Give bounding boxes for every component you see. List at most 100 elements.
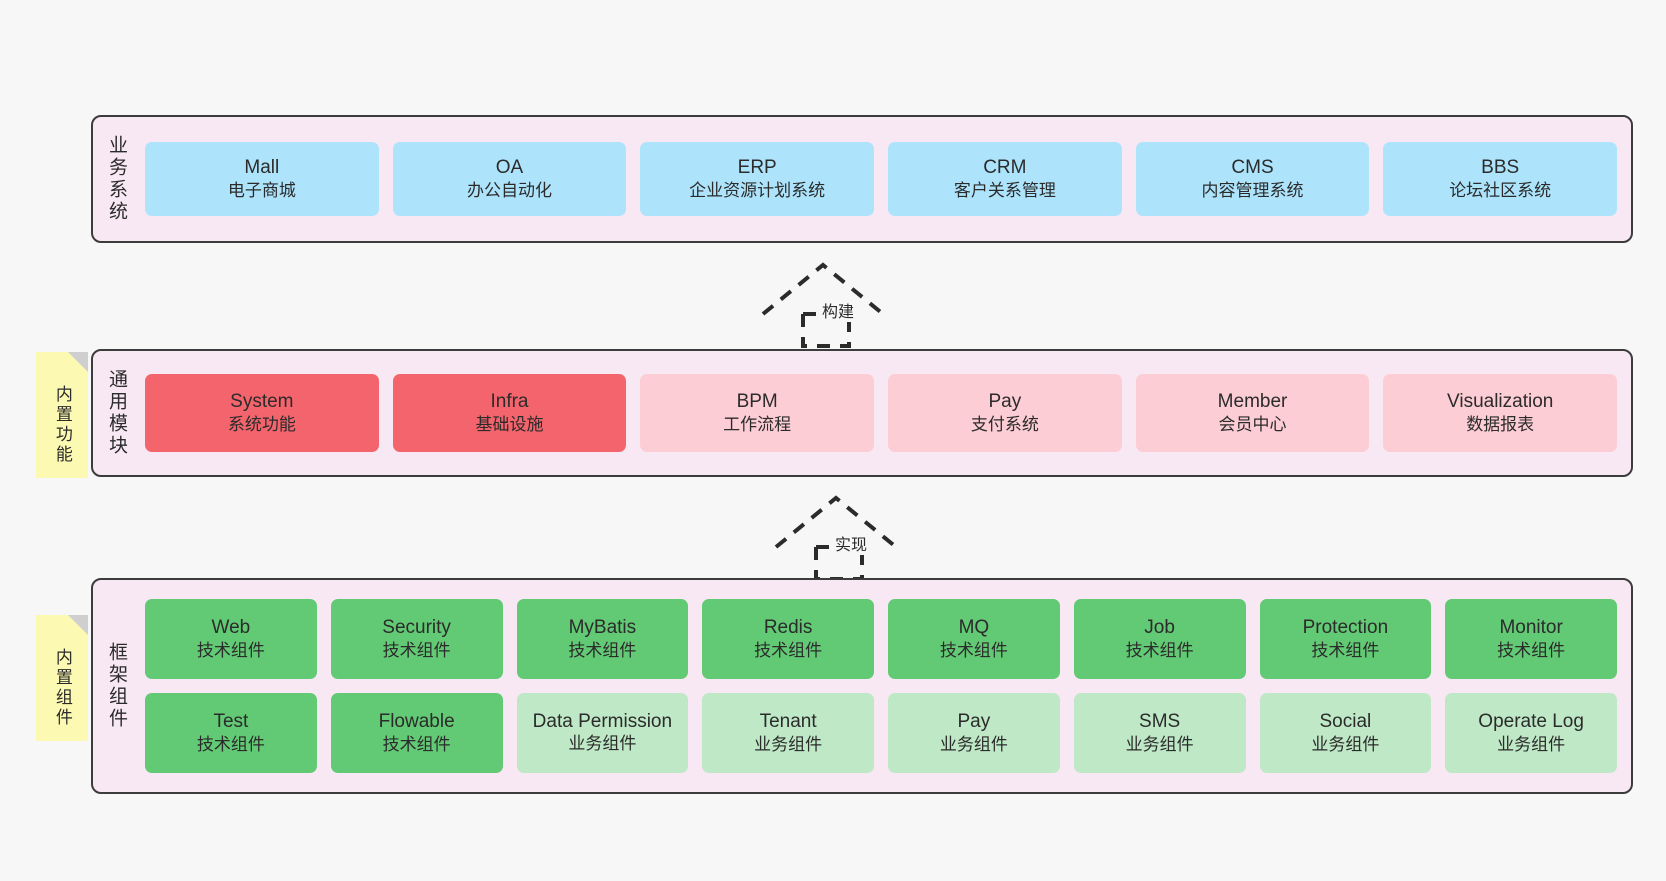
box-social[interactable]: Social 业务组件 — [1259, 693, 1432, 773]
layer-business-systems-label: 业务系统 — [105, 135, 127, 223]
box-oa-en: OA — [495, 157, 524, 179]
box-pay-module-cn: 支付系统 — [970, 415, 1039, 435]
arrow-implement-label: 实现 — [833, 531, 870, 555]
box-flowable[interactable]: Flowable 技术组件 — [330, 693, 503, 773]
box-flowable-en: Flowable — [378, 711, 455, 733]
box-web-en: Web — [211, 617, 251, 639]
box-cms[interactable]: CMS 内容管理系统 — [1135, 142, 1370, 216]
box-mybatis-cn: 技术组件 — [568, 641, 637, 661]
box-tenant-cn: 业务组件 — [754, 735, 823, 755]
layer-common-modules-label: 通用模块 — [105, 369, 127, 457]
box-tenant[interactable]: Tenant 业务组件 — [702, 693, 874, 773]
box-bbs-en: BBS — [1481, 157, 1520, 179]
layer-business-systems-body: Mall 电子商城 OA 办公自动化 ERP 企业资源计划系统 CRM 客户关系… — [139, 117, 1631, 241]
box-security-en: Security — [382, 617, 451, 639]
sticky-note-builtin-components-label: 内置组件 — [52, 648, 72, 728]
box-sms-en: SMS — [1139, 711, 1181, 733]
box-erp[interactable]: ERP 企业资源计划系统 — [640, 142, 875, 216]
arrow-build: 构建 — [760, 262, 910, 348]
sticky-note-builtin-components[interactable]: 内置组件 — [36, 615, 88, 741]
box-bbs-cn: 论坛社区系统 — [1449, 181, 1552, 201]
box-security-cn: 技术组件 — [382, 641, 451, 661]
box-test[interactable]: Test 技术组件 — [145, 693, 317, 773]
box-job-en: Job — [1144, 617, 1175, 639]
box-visualization-cn: 数据报表 — [1466, 415, 1535, 435]
box-bpm[interactable]: BPM 工作流程 — [640, 374, 875, 452]
box-data-permission[interactable]: Data Permission 业务组件 — [516, 693, 689, 773]
box-infra[interactable]: Infra 基础设施 — [392, 374, 627, 452]
box-test-en: Test — [213, 711, 249, 733]
box-pay-component-cn: 业务组件 — [939, 735, 1008, 755]
box-mq[interactable]: MQ 技术组件 — [888, 599, 1060, 679]
box-flowable-cn: 技术组件 — [382, 735, 451, 755]
box-test-cn: 技术组件 — [196, 735, 265, 755]
box-infra-cn: 基础设施 — [475, 415, 544, 435]
box-data-permission-cn: 业务组件 — [568, 733, 637, 753]
box-bpm-en: BPM — [736, 391, 778, 413]
box-erp-en: ERP — [737, 157, 777, 179]
box-member[interactable]: Member 会员中心 — [1135, 374, 1370, 452]
layer-framework-components-body: Web 技术组件 Security 技术组件 MyBatis 技术组件 Redi… — [139, 580, 1631, 792]
sticky-note-builtin-features-label: 内置功能 — [52, 385, 72, 465]
box-pay-module-en: Pay — [988, 391, 1022, 413]
box-web-cn: 技术组件 — [196, 641, 265, 661]
box-monitor-cn: 技术组件 — [1497, 641, 1566, 661]
box-cms-en: CMS — [1231, 157, 1274, 179]
layer-common-modules[interactable]: 通用模块 System 系统功能 Infra 基础设施 BPM 工作流程 Pay… — [91, 349, 1633, 477]
box-protection[interactable]: Protection 技术组件 — [1259, 599, 1432, 679]
box-operate-log-en: Operate Log — [1478, 711, 1584, 733]
box-mybatis-en: MyBatis — [568, 617, 637, 639]
box-operate-log[interactable]: Operate Log 业务组件 — [1445, 693, 1617, 773]
box-crm-en: CRM — [983, 157, 1027, 179]
box-data-permission-en: Data Permission — [532, 710, 673, 732]
arrow-implement: 实现 — [773, 495, 923, 581]
box-system-cn: 系统功能 — [227, 415, 296, 435]
box-mall[interactable]: Mall 电子商城 — [145, 142, 379, 216]
box-mybatis[interactable]: MyBatis 技术组件 — [516, 599, 689, 679]
box-visualization-en: Visualization — [1447, 391, 1554, 413]
box-mq-cn: 技术组件 — [939, 641, 1008, 661]
layer-framework-components[interactable]: 框架组件 Web 技术组件 Security 技术组件 MyBatis 技术组件… — [91, 578, 1633, 794]
box-web[interactable]: Web 技术组件 — [145, 599, 317, 679]
box-oa-cn: 办公自动化 — [467, 181, 552, 201]
box-protection-en: Protection — [1302, 617, 1389, 639]
sticky-note-builtin-features[interactable]: 内置功能 — [36, 352, 88, 478]
box-member-cn: 会员中心 — [1218, 415, 1287, 435]
layer-business-systems[interactable]: 业务系统 Mall 电子商城 OA 办公自动化 ERP 企业资源计划系统 CRM… — [91, 115, 1633, 243]
box-mall-cn: 电子商城 — [227, 181, 296, 201]
layer-framework-components-label: 框架组件 — [105, 642, 127, 730]
arrow-build-label: 构建 — [820, 298, 857, 322]
box-redis-cn: 技术组件 — [754, 641, 823, 661]
box-system[interactable]: System 系统功能 — [145, 374, 379, 452]
box-monitor-en: Monitor — [1499, 617, 1563, 639]
box-crm-cn: 客户关系管理 — [953, 181, 1056, 201]
box-oa[interactable]: OA 办公自动化 — [392, 142, 627, 216]
box-member-en: Member — [1217, 391, 1288, 413]
box-bpm-cn: 工作流程 — [723, 415, 792, 435]
box-job[interactable]: Job 技术组件 — [1073, 599, 1246, 679]
box-operate-log-cn: 业务组件 — [1497, 735, 1566, 755]
box-mq-en: MQ — [958, 617, 990, 639]
component-row-business: Test 技术组件 Flowable 技术组件 Data Permission … — [145, 693, 1617, 773]
box-redis[interactable]: Redis 技术组件 — [702, 599, 874, 679]
box-erp-cn: 企业资源计划系统 — [689, 181, 826, 201]
layer-common-modules-body: System 系统功能 Infra 基础设施 BPM 工作流程 Pay 支付系统… — [139, 351, 1631, 475]
component-row-tech: Web 技术组件 Security 技术组件 MyBatis 技术组件 Redi… — [145, 599, 1617, 679]
box-pay-module[interactable]: Pay 支付系统 — [888, 374, 1122, 452]
box-social-cn: 业务组件 — [1311, 735, 1380, 755]
box-cms-cn: 内容管理系统 — [1201, 181, 1304, 201]
box-pay-component-en: Pay — [957, 711, 991, 733]
box-system-en: System — [230, 391, 294, 413]
box-crm[interactable]: CRM 客户关系管理 — [888, 142, 1122, 216]
box-security[interactable]: Security 技术组件 — [330, 599, 503, 679]
box-mall-en: Mall — [244, 157, 280, 179]
box-bbs[interactable]: BBS 论坛社区系统 — [1383, 142, 1618, 216]
box-redis-en: Redis — [763, 617, 813, 639]
box-pay-component[interactable]: Pay 业务组件 — [888, 693, 1060, 773]
box-monitor[interactable]: Monitor 技术组件 — [1445, 599, 1617, 679]
box-visualization[interactable]: Visualization 数据报表 — [1383, 374, 1618, 452]
box-sms[interactable]: SMS 业务组件 — [1073, 693, 1246, 773]
box-sms-cn: 业务组件 — [1125, 735, 1194, 755]
box-job-cn: 技术组件 — [1125, 641, 1194, 661]
